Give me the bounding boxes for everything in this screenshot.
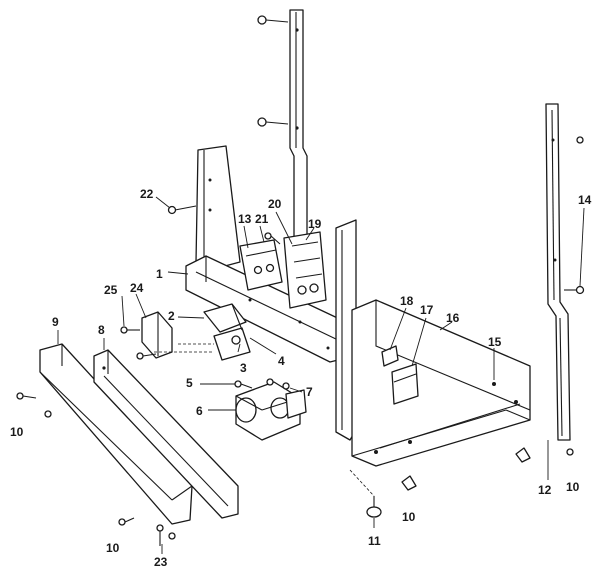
screw-rail-lower <box>257 117 289 127</box>
base-tray <box>351 299 531 467</box>
callout-9: 9 <box>52 315 59 329</box>
callout-10-bottom-left: 10 <box>106 541 120 555</box>
callout-10-center: 10 <box>402 510 416 524</box>
callout-22: 22 <box>140 187 154 201</box>
callout-8: 8 <box>98 323 105 337</box>
callout-24: 24 <box>130 281 144 295</box>
callout-19: 19 <box>308 217 322 231</box>
callout-15: 15 <box>488 335 502 349</box>
screw-14-lower <box>564 285 585 295</box>
screw-7 <box>266 378 290 390</box>
leveling-foot-left <box>16 392 52 418</box>
callout-18: 18 <box>400 294 414 308</box>
callout-21: 21 <box>255 212 269 226</box>
callout-6: 6 <box>196 404 203 418</box>
screw-14-upper <box>576 136 584 144</box>
kick-plate <box>93 349 239 519</box>
callout-10-right: 10 <box>566 480 580 494</box>
callout-25: 25 <box>104 283 118 297</box>
callout-16: 16 <box>446 311 460 325</box>
clip-18 <box>381 345 399 367</box>
callout-2: 2 <box>168 309 175 323</box>
callout-23: 23 <box>154 555 168 569</box>
callout-13: 13 <box>238 212 252 226</box>
screw-5 <box>234 380 253 389</box>
leveling-foot-right <box>515 447 574 463</box>
front-trim-panel <box>39 343 193 525</box>
callout-1: 1 <box>156 267 163 281</box>
leveling-foot-11 <box>366 496 382 518</box>
callout-12: 12 <box>538 483 552 497</box>
callout-3: 3 <box>240 361 247 375</box>
screw-22 <box>167 205 197 215</box>
leveling-foot-bottom-left <box>118 517 135 526</box>
callout-7: 7 <box>306 385 313 399</box>
bracket-17 <box>391 363 419 405</box>
upright-rail-top <box>289 9 308 259</box>
hinge-bracket <box>203 303 251 361</box>
control-module <box>283 231 327 309</box>
left-side-bracket <box>195 145 241 271</box>
screw-24-lower <box>136 352 157 360</box>
screw-21 <box>264 232 281 245</box>
screw-23 <box>156 524 176 546</box>
callout-10-left: 10 <box>10 425 24 439</box>
leveling-foot-center <box>401 475 417 491</box>
callout-20: 20 <box>268 197 282 211</box>
alignment-lines <box>154 343 375 497</box>
right-side-rail <box>545 103 571 441</box>
callout-14: 14 <box>578 193 592 207</box>
callout-17: 17 <box>420 303 434 317</box>
actuator-assembly <box>235 381 307 441</box>
callout-4: 4 <box>278 354 285 368</box>
callout-5: 5 <box>186 376 193 390</box>
switch-block <box>239 239 283 291</box>
screw-25 <box>120 326 140 334</box>
callout-11: 11 <box>368 534 381 548</box>
leader-lines <box>57 196 585 554</box>
screw-rail-upper <box>257 15 289 25</box>
